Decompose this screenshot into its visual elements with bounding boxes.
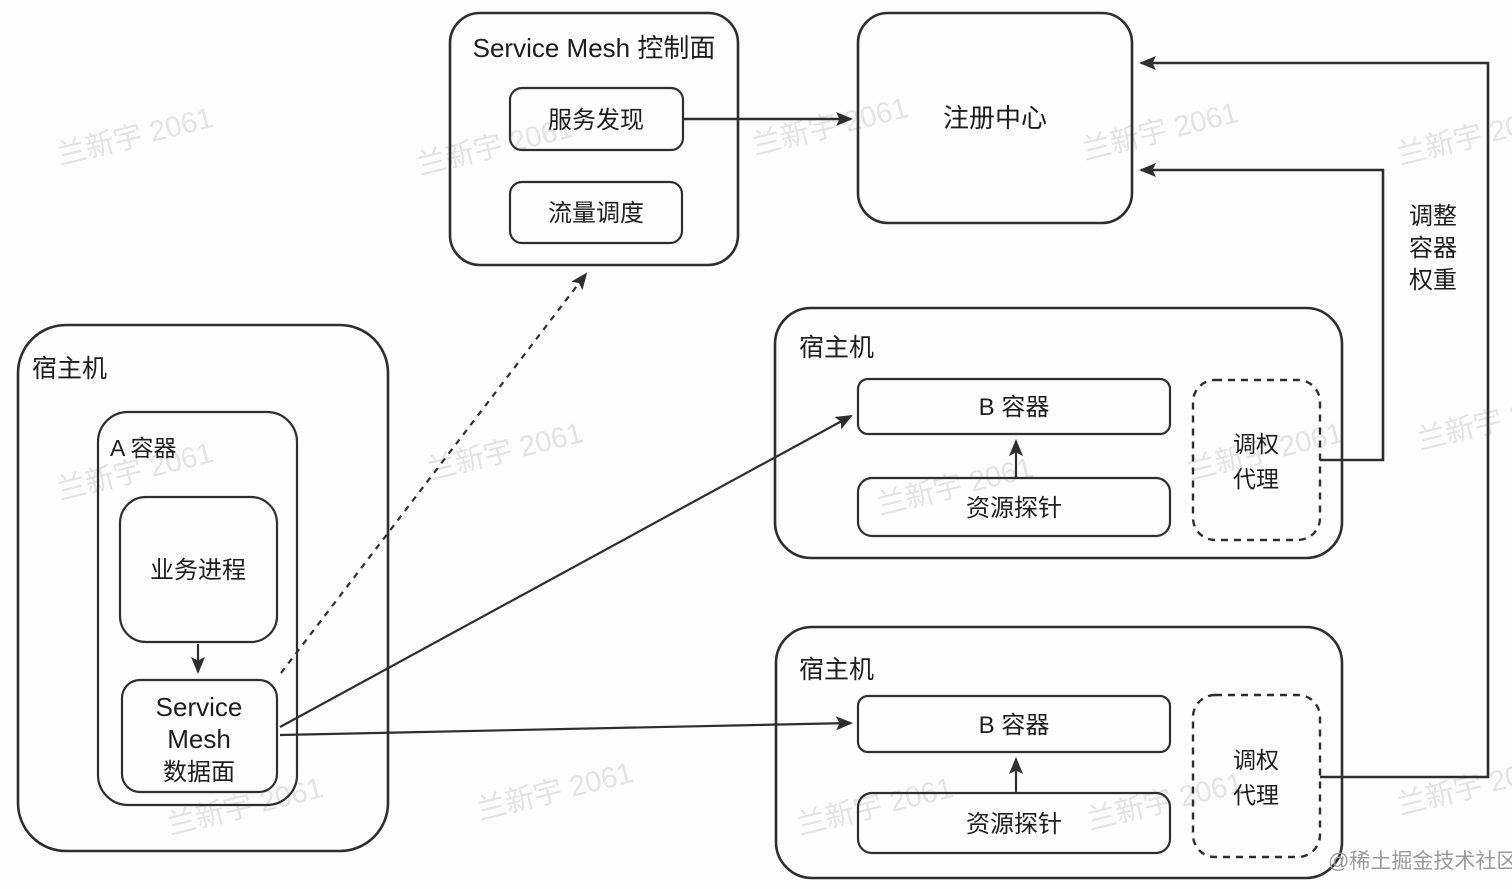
bottom-host-group: 宿主机 B 容器 资源探针 调权 代理: [774, 625, 1344, 880]
container-b-middle-label: B 容器: [979, 394, 1050, 421]
watermark-text: 兰新宇 2061: [1414, 386, 1512, 457]
adjust-weight-line1: 调整: [1409, 203, 1457, 230]
left-host-label: 宿主机: [32, 355, 107, 383]
resource-probe-bottom-label: 资源探针: [966, 811, 1062, 838]
mesh-dataplane-box: [120, 678, 279, 794]
resource-probe-middle-label: 资源探针: [966, 495, 1062, 522]
edge-agent-middle-to-registry: [1139, 163, 1385, 462]
control-plane-title: Service Mesh 控制面: [473, 33, 716, 63]
left-host-box: [16, 323, 390, 853]
watermark-text: 兰新宇 2061: [1394, 751, 1512, 822]
resource-probe-middle-box: [856, 476, 1172, 538]
container-a-label: A 容器: [110, 435, 176, 461]
adjust-weight-line2: 容器: [1409, 235, 1457, 262]
container-b-middle-box: [856, 377, 1172, 436]
middle-host-label: 宿主机: [799, 334, 874, 362]
traffic-scheduling-box: [508, 180, 684, 245]
watermark-text: 兰新宇 2061: [474, 756, 637, 827]
adjust-weight-line3: 权重: [1409, 267, 1457, 294]
watermark-text: 兰新宇 2061: [1084, 766, 1247, 837]
weight-agent-middle-line2: 代理: [1233, 466, 1279, 492]
watermark-tiles: 兰新宇 2061 兰新宇 2061 兰新宇 2061 兰新宇 2061 兰新宇 …: [54, 91, 1512, 842]
registry-label: 注册中心: [943, 103, 1047, 133]
watermark-text: 兰新宇 2061: [1394, 101, 1512, 172]
registry-box: [856, 11, 1134, 225]
business-process-box: [118, 495, 279, 644]
weight-agent-bottom-box: [1191, 693, 1322, 859]
registry-group: 注册中心: [856, 11, 1134, 225]
mesh-dataplane-line3: 数据面: [163, 759, 235, 786]
bottom-host-label: 宿主机: [799, 656, 874, 684]
edge-mesh-to-b-bottom: [279, 716, 853, 737]
container-b-bottom-label: B 容器: [979, 712, 1050, 739]
control-plane-group: Service Mesh 控制面 服务发现 流量调度: [448, 11, 740, 267]
mesh-dataplane-line1: Service: [156, 692, 243, 722]
middle-host-box: [773, 306, 1344, 560]
edge-mesh-to-b-middle: [279, 415, 853, 728]
edge-agent-bottom-to-registry: [1139, 56, 1490, 779]
watermark-text: 兰新宇 2061: [54, 101, 217, 172]
bottom-host-box: [774, 625, 1344, 880]
container-b-bottom-box: [856, 694, 1172, 754]
service-discovery-label: 服务发现: [548, 107, 644, 134]
watermark-text: 兰新宇 2061: [794, 771, 957, 842]
mesh-dataplane-line2: Mesh: [167, 724, 231, 754]
weight-agent-bottom-line2: 代理: [1233, 782, 1279, 808]
middle-host-group: 宿主机 B 容器 资源探针 调权 代理: [773, 306, 1344, 560]
control-plane-box: [448, 11, 740, 267]
watermark-text: 兰新宇 2061: [424, 416, 587, 487]
weight-agent-middle-line1: 调权: [1233, 431, 1279, 457]
weight-agent-bottom-line1: 调权: [1233, 747, 1279, 773]
community-credit-watermark: @稀土掘金技术社区: [1328, 850, 1512, 873]
edges: [191, 56, 1490, 793]
left-host-group: 宿主机 A 容器 业务进程 Service Mesh 数据面: [16, 323, 390, 853]
resource-probe-bottom-box: [856, 791, 1172, 855]
adjust-weight-annotation: 调整 容器 权重: [1409, 203, 1457, 294]
watermark-text: 兰新宇 2061: [1079, 96, 1242, 167]
traffic-scheduling-label: 流量调度: [548, 200, 644, 227]
container-a-box: [96, 410, 299, 807]
watermark-text: 兰新宇 2061: [749, 91, 912, 162]
business-process-label: 业务进程: [150, 557, 246, 584]
